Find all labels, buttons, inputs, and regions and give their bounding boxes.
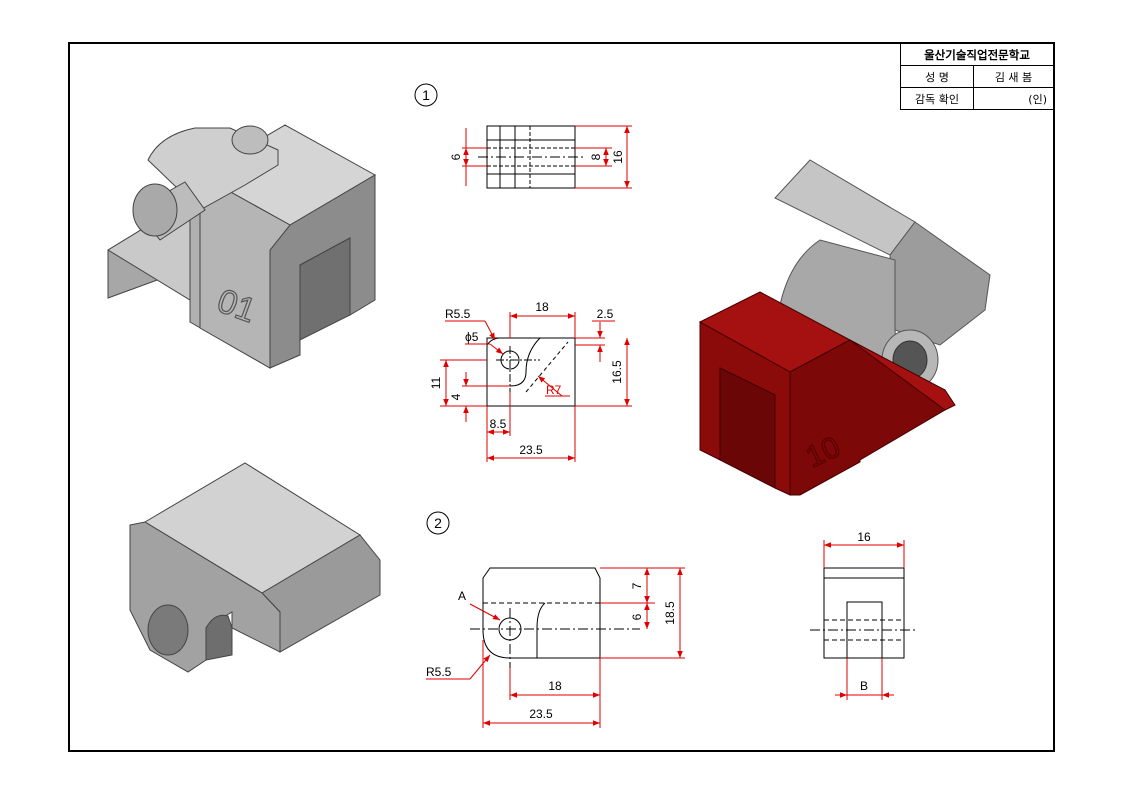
sheet-border [68,42,1055,752]
dim-23-5: 23.5 [519,443,543,457]
iso-part2 [129,462,381,673]
dim-r55: R5.5 [445,307,471,321]
label-b: B [860,679,868,693]
part2-drawings: 2 A 7 6 18.5 R5.5 18 23.5 [426,511,918,728]
iso-assembly: 10 [698,159,991,496]
part2-number: 2 [434,515,442,531]
dim-r7: R7 [546,383,562,397]
label-a: A [458,589,466,603]
part1-number: 1 [422,87,430,103]
dim-8: 8 [589,153,603,160]
iso-part1: 01 [107,124,377,369]
dim-11: 11 [429,376,443,389]
check-label: 감독 확인 [900,87,974,110]
name-value: 김 새 봄 [973,65,1054,88]
dim-16: 16 [611,150,625,164]
dim-7: 7 [630,582,644,589]
dim-18b: 18 [548,679,562,693]
dim-6: 6 [449,153,463,160]
check-value: (인) [973,87,1054,110]
dim-4: 4 [449,393,463,400]
dim-16b: 16 [857,530,871,544]
dim-18-5: 18.5 [663,601,677,625]
title-block: 울산기술직업전문학교 성 명 김 새 봄 감독 확인 (인) [900,43,1054,110]
part1-drawings: 1 6 8 16 R5.5 ϕ5 [414,83,632,462]
dim-8-5: 8.5 [490,417,507,431]
name-label: 성 명 [900,65,974,88]
school-name: 울산기술직업전문학교 [900,43,1054,66]
dim-23-5b: 23.5 [529,707,553,721]
dim-r55b: R5.5 [426,665,452,679]
dim-6b: 6 [630,613,644,620]
dim-16-5: 16.5 [610,360,624,384]
dim-18: 18 [535,300,549,314]
dim-phi5: ϕ5 [465,330,479,344]
dim-2-5: 2.5 [597,307,614,321]
